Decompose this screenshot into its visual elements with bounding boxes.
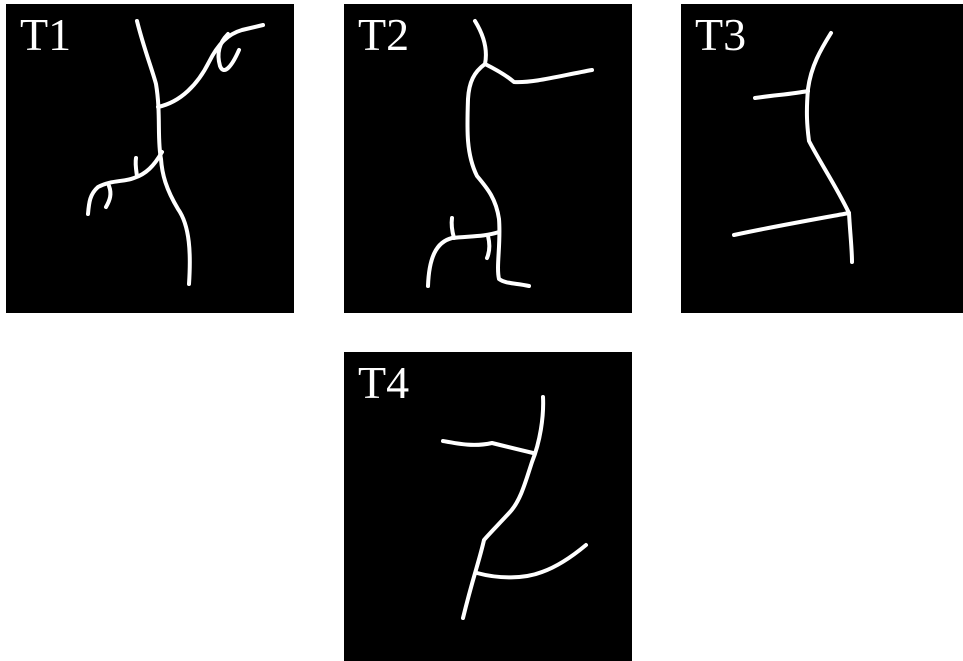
- vessel-lower-branch: [477, 545, 586, 577]
- vessel-upper-hook: [218, 34, 239, 70]
- vessel-lower-stub-2: [106, 186, 110, 207]
- vessel-upper-branch: [158, 25, 263, 107]
- vessel-lower-stub-1: [452, 218, 454, 238]
- vessel-tree-t1: [6, 4, 294, 313]
- vessel-main-trunk: [463, 397, 543, 618]
- panel-t2: T2: [344, 4, 632, 313]
- vessel-lower-stub-1: [136, 158, 137, 176]
- vessel-main-trunk: [467, 21, 529, 286]
- vessel-upper-branch: [755, 91, 808, 98]
- panel-t1: T1: [6, 4, 294, 313]
- vessel-tree-t2: [344, 4, 632, 313]
- vessel-lower-branch: [734, 213, 849, 235]
- panel-t4: T4: [344, 352, 632, 661]
- vessel-upper-branch: [443, 441, 533, 453]
- vessel-tree-t3: [681, 4, 963, 313]
- panel-t3: T3: [681, 4, 963, 313]
- vessel-main-trunk: [807, 33, 852, 262]
- vessel-lower-branch: [88, 152, 162, 214]
- vessel-upper-branch: [485, 64, 592, 82]
- vessel-tree-t4: [344, 352, 632, 661]
- vessel-lower-stub-2: [487, 236, 489, 258]
